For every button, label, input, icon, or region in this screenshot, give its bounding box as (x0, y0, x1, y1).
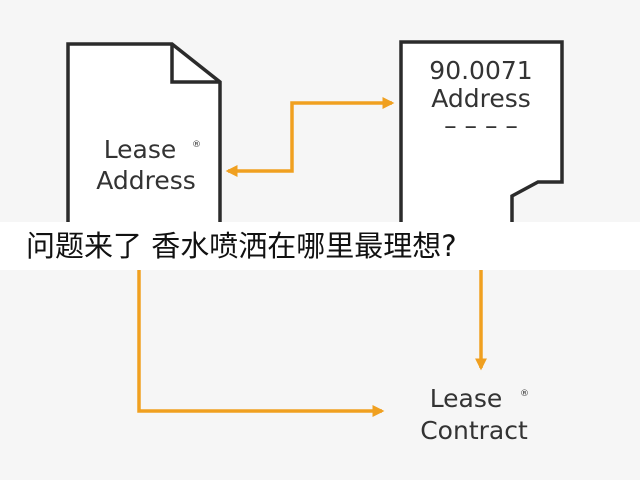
bidirectional-arrow (225, 97, 395, 177)
left-doc-mark: ® (192, 140, 201, 150)
left-document: Lease ® Address (66, 42, 222, 264)
contract-mark: ® (520, 389, 529, 399)
contract-label: Lease ® Contract (420, 384, 529, 445)
left-doc-line2: Address (96, 166, 196, 195)
left-document-fold (170, 44, 220, 84)
elbow-arrow (137, 270, 385, 417)
right-doc-line2: Address (431, 84, 531, 113)
right-document: 90.0071 Address – – – – (399, 40, 564, 264)
caption-text: 问题来了 香水喷洒在哪里最理想? (26, 229, 457, 263)
right-doc-dashes: – – – – (444, 111, 518, 140)
left-doc-line1: Lease (104, 135, 177, 164)
contract-line1: Lease (430, 384, 503, 413)
caption-banner: 问题来了 香水喷洒在哪里最理想? (0, 222, 640, 270)
right-doc-line1: 90.0071 (429, 56, 532, 85)
contract-line2: Contract (420, 416, 528, 445)
